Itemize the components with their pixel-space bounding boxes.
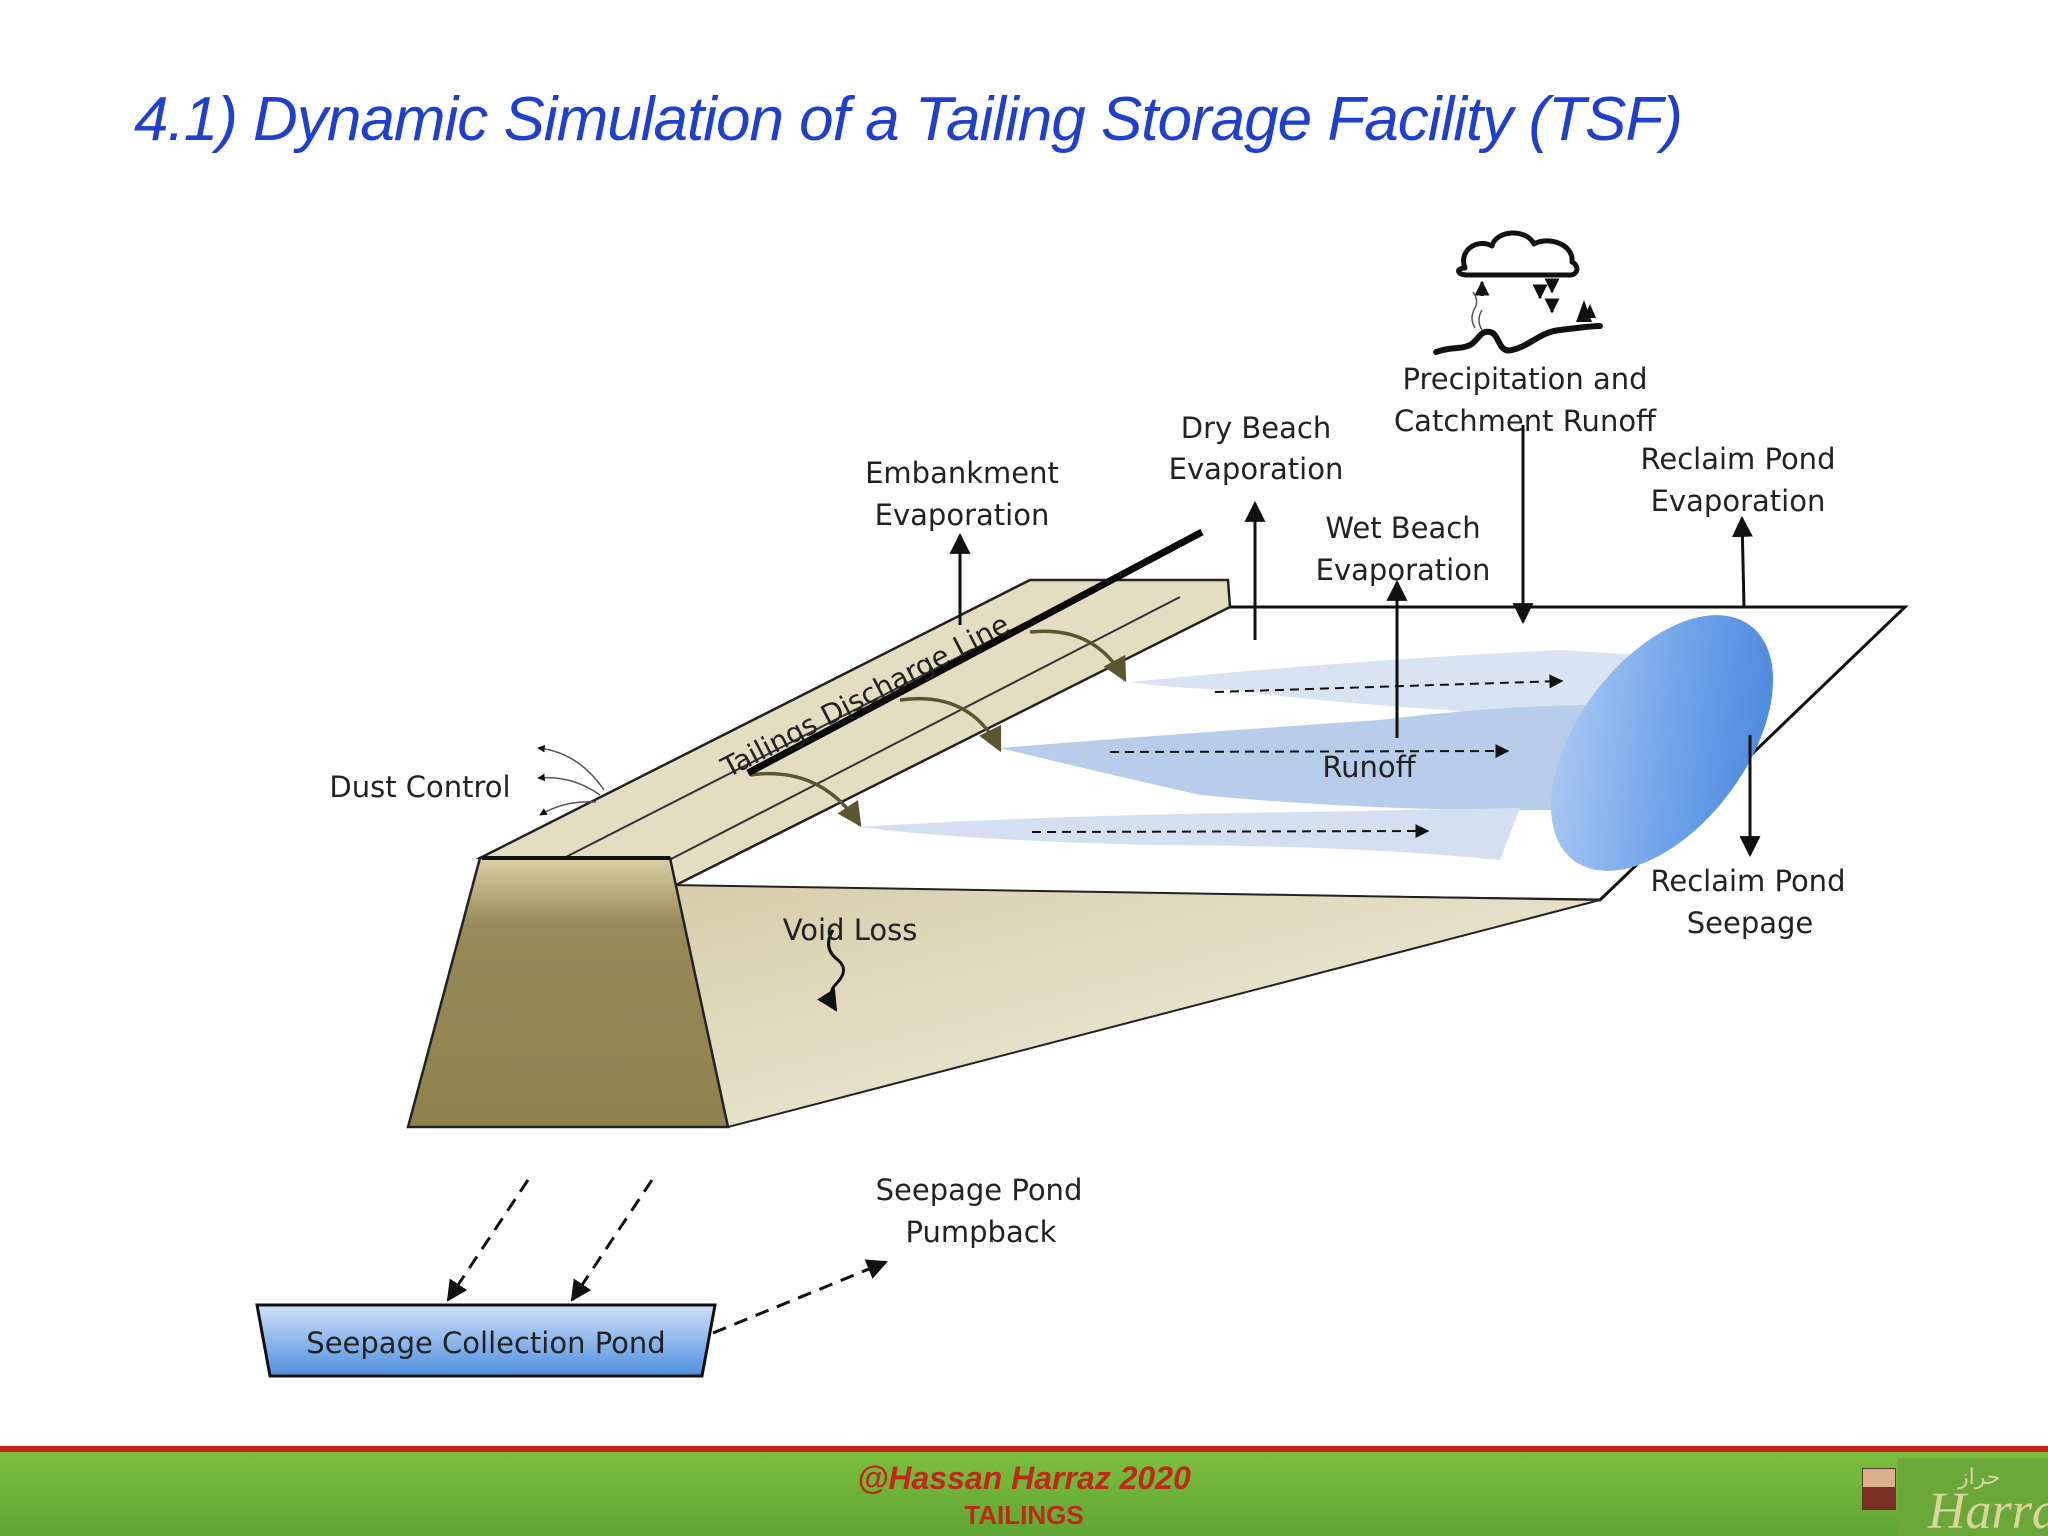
harraz-logo: Harraz حراز [1898, 1458, 2048, 1536]
seepage-arrow-2 [570, 1179, 654, 1302]
seepage-collection-pond [255, 1303, 717, 1378]
svg-text:حراز: حراز [1957, 1465, 2000, 1490]
flow-arrow-upper [1214, 674, 1564, 693]
spigot-curve-3 [1029, 629, 1127, 683]
tailings-discharge-pipe [746, 528, 1204, 777]
dust-arrow-3 [539, 801, 597, 816]
flow-arrow-middle [1109, 744, 1510, 759]
seepage-collection-label: Seepage Collection Pond [306, 1326, 665, 1360]
reclaim-evap-arrow [1731, 515, 1753, 608]
reclaim-evap-label-line1: Reclaim Pond [1641, 442, 1836, 476]
wet-beach-label-line1: Wet Beach [1325, 511, 1480, 545]
dust-control-label: Dust Control [329, 770, 510, 804]
slide-title: 4.1) Dynamic Simulation of a Tailing Sto… [134, 85, 1683, 154]
author-photo [1862, 1468, 1896, 1510]
spigot-curve-1 [749, 771, 862, 828]
precipitation-label-line1: Precipitation and [1402, 362, 1647, 396]
beach-stream-upper [1130, 650, 1640, 718]
tsf-diagram: Tailings Discharge Line Seepage Collecti… [255, 230, 1909, 1378]
pumpback-label-line2: Pumpback [906, 1215, 1057, 1249]
reclaim-evap-label-line2: Evaporation [1651, 484, 1826, 518]
pumpback-arrow [712, 1259, 888, 1335]
embankment-label-line2: Evaporation [875, 498, 1050, 532]
beach-stream-lower [860, 808, 1520, 860]
footer-course: TAILINGS [964, 1500, 1084, 1530]
reclaim-pond [1550, 615, 1774, 871]
void-loss-arrow [817, 929, 845, 1012]
dry-beach-label-line2: Evaporation [1169, 452, 1344, 486]
reclaim-seep-label-line2: Seepage [1687, 906, 1814, 940]
precipitation-label-line2: Catchment Runoff [1394, 404, 1657, 438]
wet-beach-label-line2: Evaporation [1316, 553, 1491, 587]
flow-arrow-lower [1031, 824, 1430, 839]
dust-arrow-2 [537, 773, 601, 796]
seepage-arrow-1 [446, 1179, 530, 1302]
pumpback-label-line1: Seepage Pond [876, 1173, 1083, 1207]
beach-stream-middle [1000, 705, 1600, 811]
void-loss-label: Void Loss [783, 913, 918, 947]
svg-text:Harraz: Harraz [1927, 1483, 2048, 1536]
embankment-label-line1: Embankment [865, 456, 1059, 490]
dry-beach-label-line1: Dry Beach [1181, 411, 1331, 445]
slide-footer: @Hassan Harraz 2020 TAILINGS Harraz حراز [0, 1446, 2048, 1536]
footer-author: @Hassan Harraz 2020 [857, 1460, 1191, 1496]
cloud-rain-icon [1433, 230, 1603, 355]
dust-arrow-1 [537, 744, 605, 791]
spigot-curve-2 [899, 696, 1002, 753]
runoff-label: Runoff [1322, 750, 1416, 784]
reclaim-seep-label-line1: Reclaim Pond [1651, 864, 1846, 898]
